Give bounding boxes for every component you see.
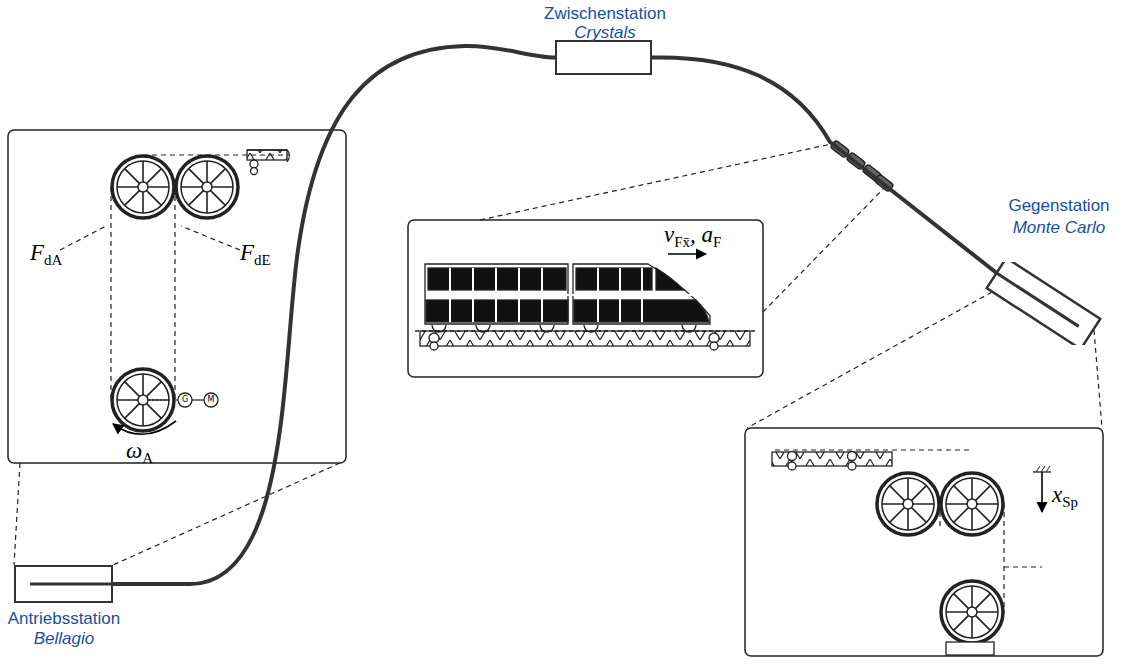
station-name: Zwischenstation (544, 4, 666, 23)
drawing-part (250, 160, 258, 168)
drawing-part (148, 399, 178, 400)
drawing-part (426, 294, 710, 296)
drawing-part (745, 428, 1103, 656)
station-outline (997, 273, 1079, 326)
drawing-part (110, 187, 111, 400)
drawing-part (113, 421, 176, 434)
track-line (30, 583, 113, 586)
drawing-part (14, 463, 20, 565)
station-outline (987, 262, 1101, 345)
track-line (113, 46, 555, 584)
drawing-part (1003, 503, 1004, 612)
station-name: Gegenstation (1008, 196, 1109, 215)
station-name: Monte Carlo (1013, 218, 1106, 237)
drawing-part (181, 226, 240, 250)
drawing-part (775, 449, 972, 450)
drawing-part (1036, 466, 1040, 472)
drawing-part (14, 155, 340, 565)
drawing-part (174, 187, 175, 400)
drawing-part (668, 253, 706, 255)
station-outline (985, 262, 1102, 345)
drawing-part (251, 168, 258, 175)
drawing-part (247, 149, 287, 150)
motor-symbol: M (208, 395, 215, 405)
position-label: xSp (1052, 482, 1078, 515)
drawing-part (287, 150, 290, 162)
drawing-part (426, 268, 710, 322)
drawing-part (1046, 466, 1050, 472)
drawing-part (946, 642, 994, 655)
drive-station-inset (8, 130, 346, 565)
generator-symbol: G (182, 395, 188, 405)
drawing-part (747, 292, 992, 428)
drawing-part (425, 264, 710, 324)
vehicle-inset (408, 143, 886, 377)
drawing-part (430, 342, 438, 350)
station-name: Bellagio (34, 629, 95, 648)
drawing-part (113, 463, 340, 565)
drawing-part (60, 226, 106, 250)
drawing-part (247, 150, 287, 160)
drawing-part (1004, 566, 1042, 567)
drawing-part (408, 220, 763, 377)
station-name: Crystals (574, 23, 635, 42)
drawing-part (848, 452, 857, 461)
force-label: FdE (240, 240, 271, 273)
drawing-part (204, 393, 218, 407)
station-box: AntriebsstationBellagio (14, 565, 113, 603)
drawing-part (112, 156, 174, 218)
drawing-part (763, 186, 886, 312)
drawing-part (176, 156, 238, 218)
drawing-part (1094, 330, 1102, 428)
speed-label: ωA (126, 438, 153, 471)
drawing-part (420, 331, 750, 346)
station-box: ZwischenstationCrystals (555, 40, 652, 75)
drawing-part (877, 473, 939, 535)
drawing-part (1041, 472, 1043, 512)
tension-station-inset (745, 292, 1103, 656)
drawing-part (8, 130, 346, 463)
drawing-part (941, 473, 1003, 535)
station-name: Antriebsstation (8, 609, 120, 628)
drawing-part (848, 462, 856, 470)
drawing-part (1036, 466, 1050, 472)
drawing-part (788, 452, 797, 461)
drawing-part (480, 143, 836, 220)
drawing-part (710, 342, 718, 350)
drawing-part (656, 268, 684, 290)
track-line (652, 57, 996, 272)
drawing-part (247, 150, 290, 175)
force-label: FdA (30, 240, 62, 273)
drawing-part (178, 393, 192, 407)
drawing-part (941, 581, 1003, 643)
drawing-part (788, 462, 796, 470)
drawing-part (415, 330, 755, 331)
drawing-part (192, 399, 204, 400)
station-outline (987, 262, 1101, 345)
station-box: GegenstationMonte Carlo (985, 262, 1102, 345)
drawing-part (576, 268, 652, 290)
drawing-part (1041, 466, 1045, 472)
velocity-label: vFx̄, aF (664, 222, 721, 255)
drawing-part (747, 292, 1102, 612)
